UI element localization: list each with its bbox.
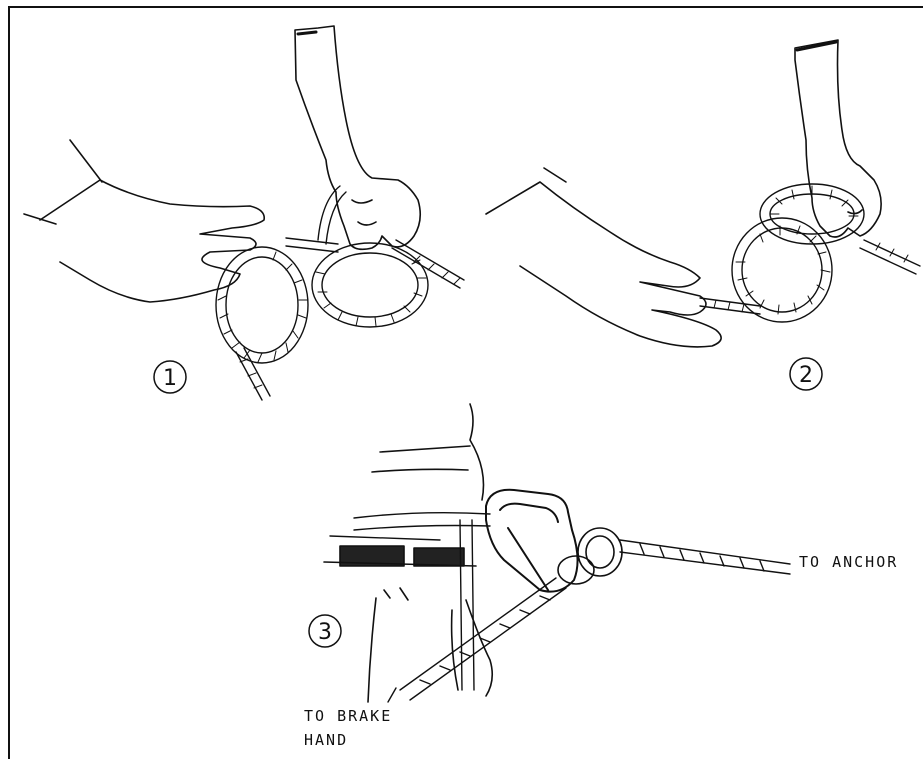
step1-illustration xyxy=(24,26,464,400)
to-brake-label-line2: HAND xyxy=(304,731,348,749)
figure-border xyxy=(9,7,923,759)
step2-rope xyxy=(700,184,920,322)
step2-upper-hand xyxy=(795,40,881,237)
step2-left-hand xyxy=(486,182,721,347)
step1-number: 1 xyxy=(163,366,177,391)
step3-number: 3 xyxy=(318,620,332,645)
rope-to-anchor xyxy=(620,540,790,574)
step2-number: 2 xyxy=(799,363,813,388)
step1-upper-hand xyxy=(295,26,420,249)
brake-label-leader xyxy=(368,598,376,702)
step3-illustration xyxy=(309,404,790,702)
step3-dark-band xyxy=(324,546,476,566)
munter-hitch-knot xyxy=(558,528,622,584)
to-anchor-label: TO ANCHOR xyxy=(799,553,898,571)
step2-rope-hatching xyxy=(714,186,908,314)
step1-left-hand xyxy=(40,180,264,302)
step3-body-outline xyxy=(470,404,484,500)
to-brake-label-line1: TO BRAKE xyxy=(304,707,392,725)
step1-rope xyxy=(216,186,464,400)
step2-illustration xyxy=(486,40,920,390)
rope-to-brake-hand xyxy=(388,578,566,702)
carabiner xyxy=(486,490,578,592)
step3-waist-rope xyxy=(330,513,490,540)
